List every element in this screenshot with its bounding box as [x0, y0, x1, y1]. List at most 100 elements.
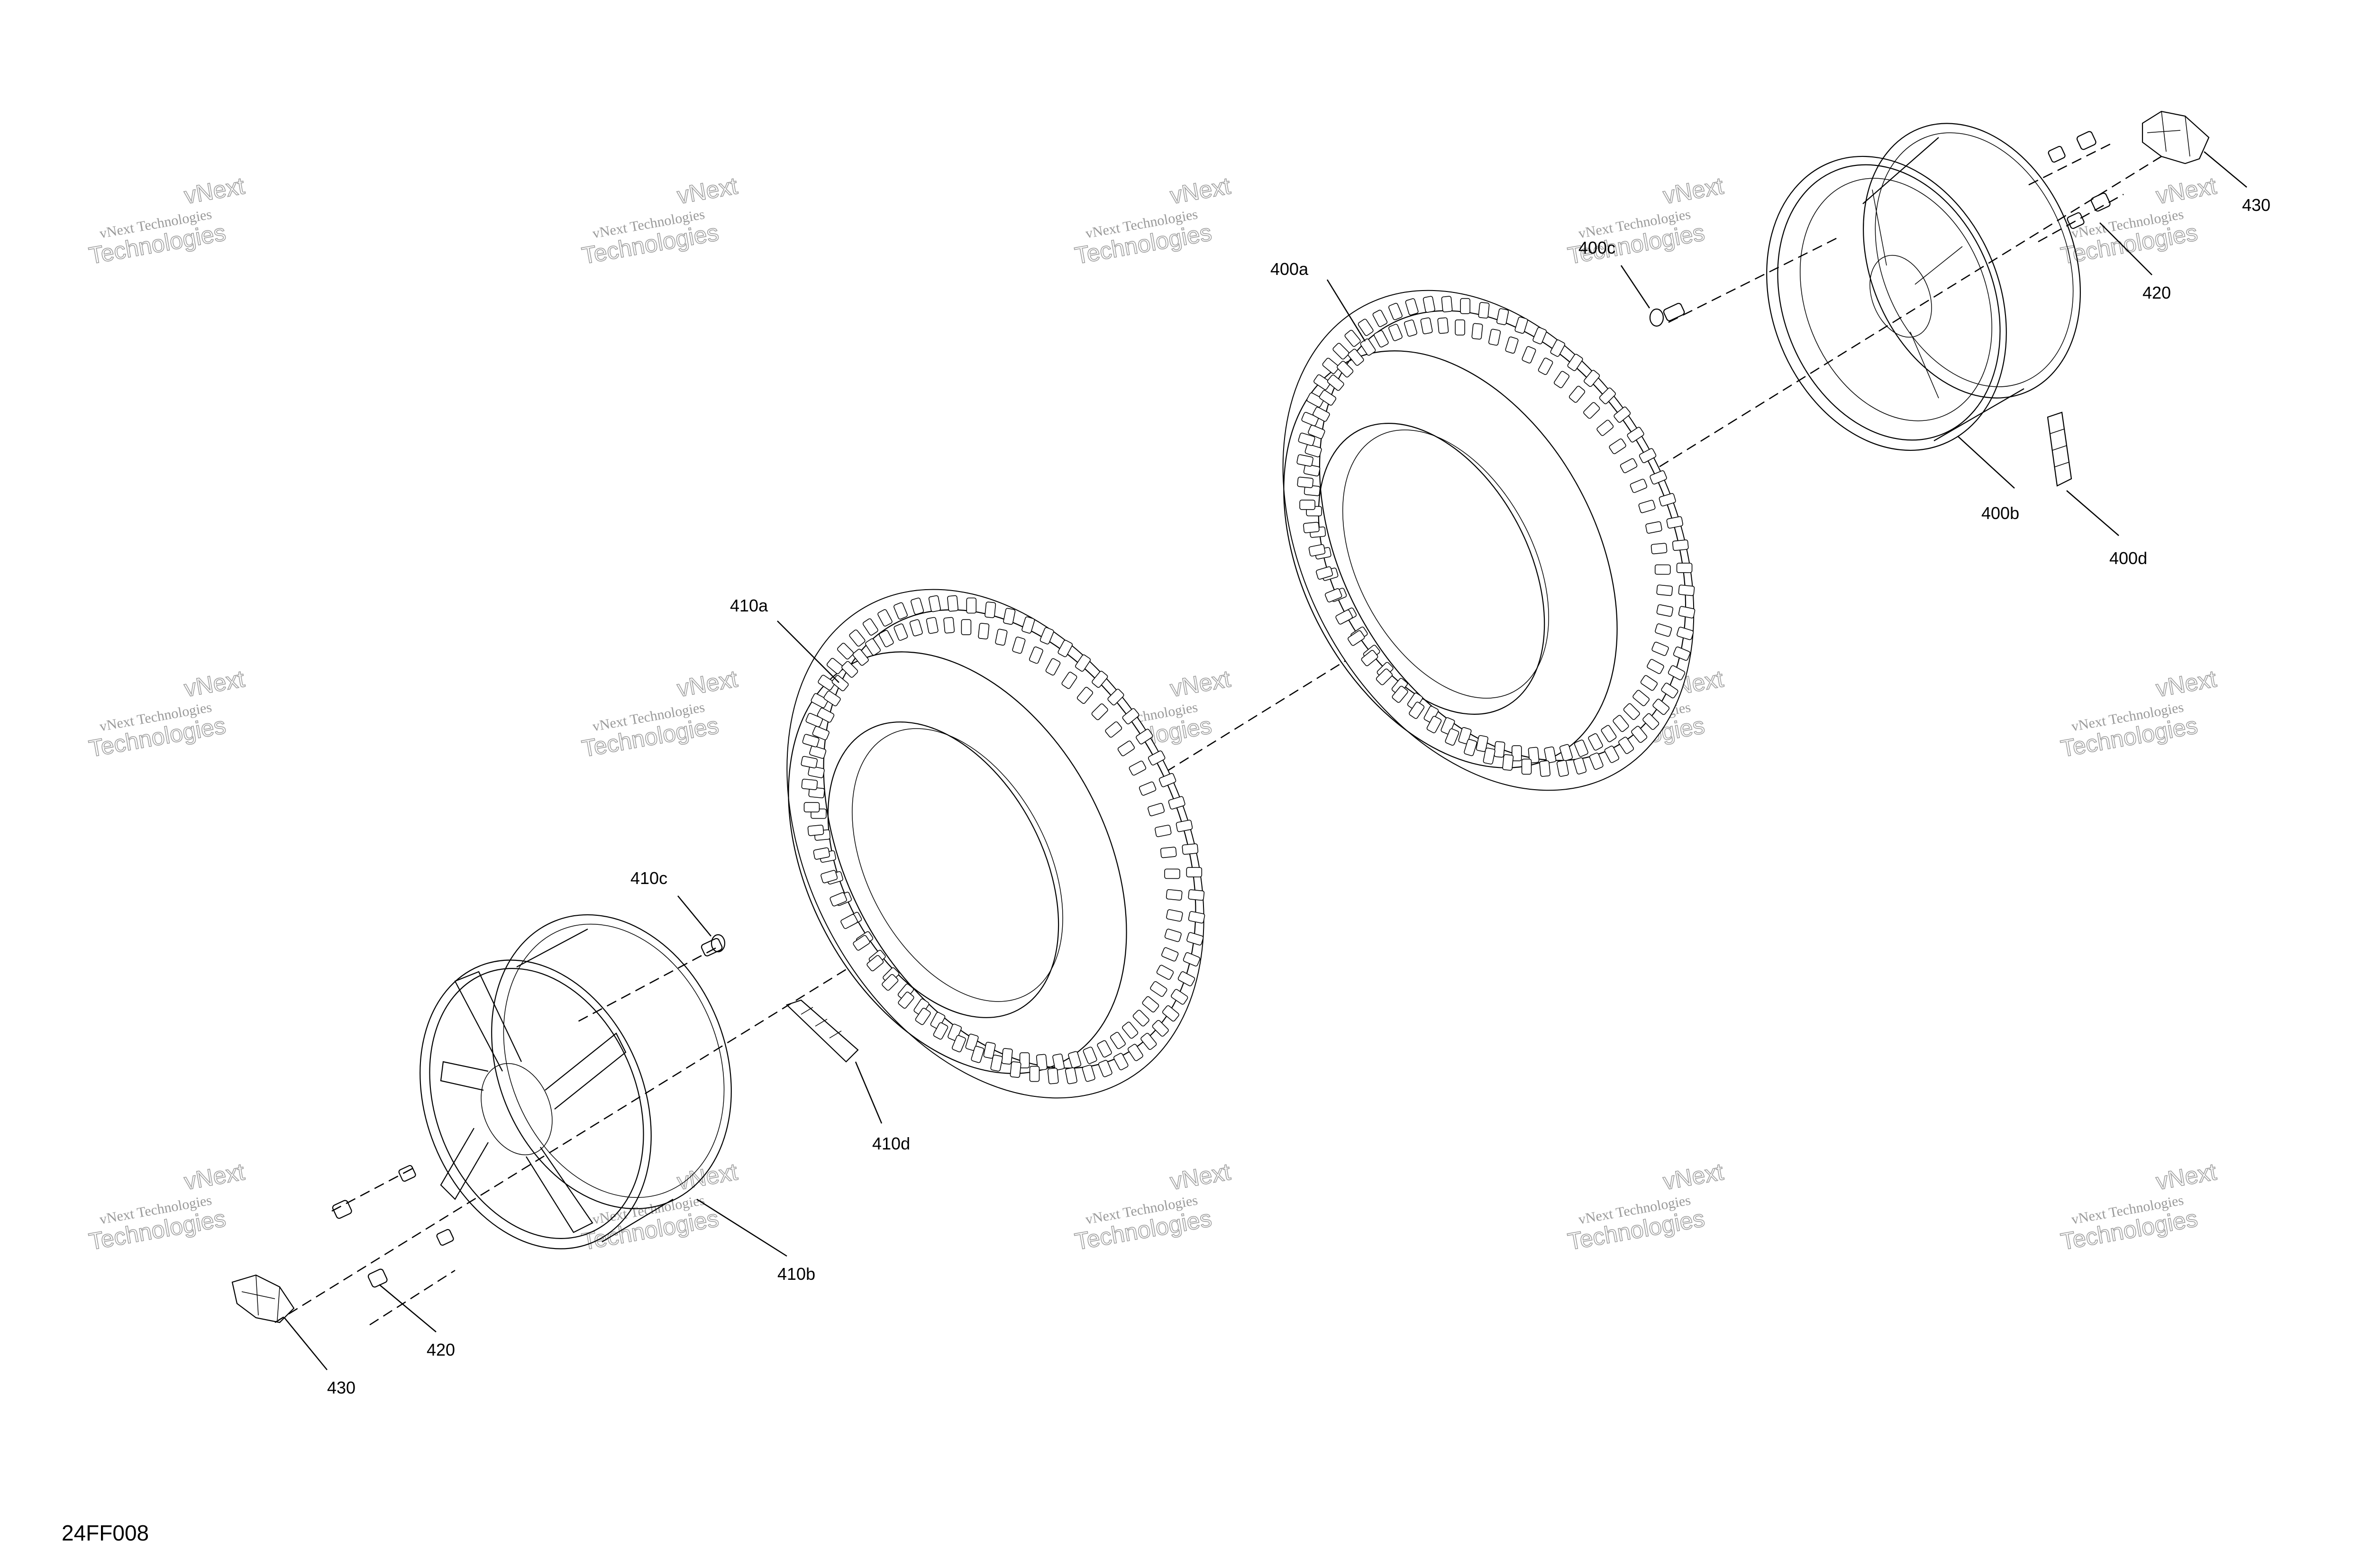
svg-text:vNext: vNext	[2154, 1158, 2218, 1195]
callout-410c: 410c	[630, 868, 667, 888]
tread-block	[817, 707, 835, 723]
tread-block	[811, 693, 829, 708]
tread-block	[1426, 716, 1442, 733]
tread-block	[808, 766, 825, 778]
tread-block	[1544, 746, 1557, 764]
center-cap-430-upper[interactable]	[2142, 110, 2210, 164]
rim-400b-front-lip	[1777, 164, 2001, 441]
tread-block	[1422, 296, 1435, 313]
tread-block	[943, 617, 955, 634]
tread-block	[1559, 744, 1573, 761]
tread-block	[1148, 802, 1165, 817]
svg-text:vNext: vNext	[2154, 665, 2218, 702]
tread-block	[933, 1022, 948, 1040]
tread-block	[1623, 703, 1640, 720]
tread-block	[1098, 1060, 1112, 1077]
tread-block	[1161, 947, 1179, 962]
leader-410a	[777, 620, 839, 683]
tread-block	[1001, 1048, 1013, 1065]
tread-block	[1678, 606, 1695, 619]
tread-block	[1672, 539, 1689, 551]
tread-block	[1308, 544, 1326, 556]
tread-block	[1308, 425, 1325, 439]
tread-block	[965, 1033, 979, 1051]
tread-block	[1613, 406, 1631, 423]
tread-block	[1061, 672, 1077, 689]
tread-block	[1156, 965, 1174, 980]
tread-block	[1539, 760, 1551, 777]
center-cap-430-lower[interactable]	[231, 1274, 295, 1323]
callout-400a: 400a	[1270, 259, 1309, 279]
tread-block	[1092, 671, 1108, 688]
balance-weight-410d[interactable]	[785, 999, 859, 1063]
leader-410d	[855, 1061, 883, 1124]
wheel-rim-410b[interactable]	[379, 878, 774, 1284]
tread-block	[911, 597, 924, 615]
rim-400b-hub	[1869, 255, 1932, 338]
tread-block	[893, 623, 908, 641]
tread-block	[1065, 1067, 1077, 1085]
tread-block	[1392, 685, 1408, 703]
tread-block	[1325, 588, 1342, 602]
tread-block	[1460, 298, 1471, 314]
callout-400d: 400d	[2109, 548, 2147, 568]
tread-block	[1152, 1020, 1169, 1037]
tread-block	[1514, 316, 1528, 334]
tread-block	[1322, 357, 1340, 374]
tread-block	[1556, 760, 1569, 777]
tire-400a[interactable]	[1201, 219, 1777, 861]
leader-430-lower	[284, 1317, 328, 1370]
tread-block	[961, 619, 972, 635]
tread-block	[1168, 796, 1185, 810]
valve-axis-lower	[573, 947, 716, 1025]
tread-block	[1650, 543, 1668, 555]
tread-block	[1297, 476, 1314, 488]
tread-block	[1645, 521, 1662, 534]
tread-block	[1374, 330, 1389, 348]
tread-block	[1376, 668, 1393, 685]
tread-block	[1113, 1053, 1129, 1070]
tread-block	[1162, 1005, 1179, 1022]
leader-400b	[1957, 436, 2015, 489]
tread-block	[813, 847, 830, 860]
tread-block	[1638, 500, 1656, 513]
tread-block	[1303, 464, 1321, 477]
valve-stem-400c[interactable]	[1649, 302, 1685, 327]
tread-block	[1388, 303, 1403, 320]
tread-block	[866, 955, 884, 972]
lug-nuts-420-lower[interactable]	[332, 1165, 454, 1288]
figure-id: 24FF008	[62, 1521, 149, 1545]
tread-block	[926, 617, 939, 634]
bolt-axis-lower-1	[331, 1165, 418, 1212]
valve-410c-body	[701, 938, 723, 957]
tread-block	[1642, 713, 1659, 730]
tread-block	[1573, 757, 1587, 775]
tread-block	[1164, 868, 1180, 879]
tread-block	[1488, 328, 1501, 346]
tread-block	[1640, 675, 1658, 691]
svg-text:vNext: vNext	[675, 665, 739, 702]
tire-410a[interactable]	[703, 517, 1288, 1170]
tread-block	[1631, 726, 1648, 743]
tread-block	[1082, 1065, 1095, 1082]
tread-block	[1068, 1051, 1082, 1068]
callout-410d: 410d	[872, 1134, 910, 1153]
tread-block	[840, 914, 858, 929]
tread-block	[1122, 708, 1139, 725]
tread-block	[1620, 458, 1638, 474]
tread-block	[1139, 781, 1157, 796]
tread-block	[1496, 308, 1509, 325]
tread-block	[1666, 516, 1684, 529]
valve-stem-410c[interactable]	[701, 934, 726, 957]
tread-block	[1177, 971, 1195, 986]
rim-400b-spoke-1	[1872, 189, 1887, 266]
tread-block	[1652, 699, 1670, 715]
tread-block	[1029, 646, 1043, 664]
balance-weight-400d[interactable]	[2047, 411, 2072, 487]
wheel-rim-400b[interactable]	[1724, 91, 2120, 486]
tread-block	[830, 892, 847, 907]
svg-text:vNext: vNext	[1661, 173, 1725, 209]
lug-nuts-420-upper[interactable]	[2048, 131, 2111, 229]
tread-block	[1464, 739, 1477, 757]
